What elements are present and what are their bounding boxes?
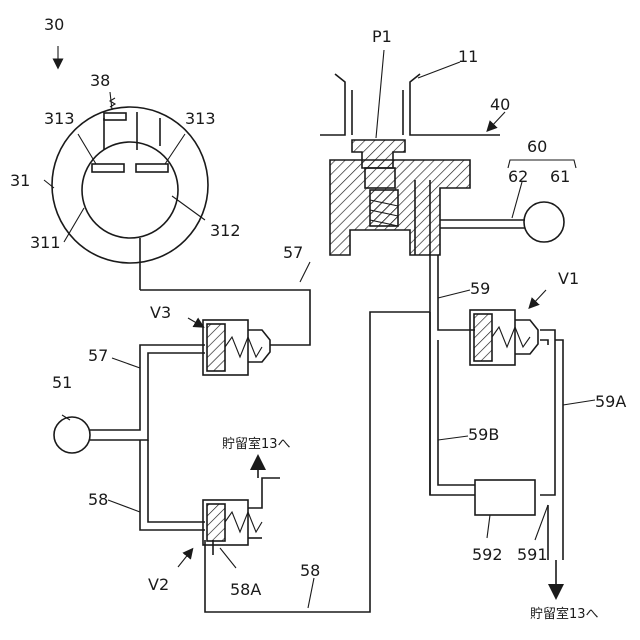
label-P1: P1	[372, 27, 392, 46]
orifice-592	[475, 480, 535, 515]
outer-housing-31	[52, 107, 208, 263]
label-61: 61	[550, 167, 570, 186]
label-60: 60	[527, 137, 547, 156]
label-11: 11	[458, 47, 478, 66]
label-59B: 59B	[468, 425, 499, 444]
label-to-storage-left: 貯留室13へ	[222, 436, 291, 452]
label-V3: V3	[150, 303, 171, 322]
label-V1: V1	[558, 269, 579, 288]
valve-V1	[470, 310, 538, 365]
label-59: 59	[470, 279, 490, 298]
label-58-bottom: 58	[300, 561, 320, 580]
leader-lines	[44, 46, 595, 608]
label-51: 51	[52, 373, 72, 392]
pump-51	[54, 417, 90, 453]
line-58	[140, 312, 430, 612]
label-58-left: 58	[88, 490, 108, 509]
plate-313-right	[136, 164, 168, 172]
label-to-storage-right: 貯留室13へ	[530, 606, 599, 622]
valve-V3	[203, 320, 270, 375]
label-59A: 59A	[595, 392, 626, 411]
label-312: 312	[210, 221, 241, 240]
label-30: 30	[44, 15, 64, 34]
label-311: 311	[30, 233, 61, 252]
label-57-left: 57	[88, 346, 108, 365]
label-40: 40	[490, 95, 510, 114]
label-592: 592	[472, 545, 503, 564]
label-58A: 58A	[230, 580, 261, 599]
label-57-top: 57	[283, 243, 303, 262]
label-38: 38	[90, 71, 110, 90]
plate-313-left	[92, 164, 124, 172]
label-31: 31	[10, 171, 30, 190]
label-313-left: 313	[44, 109, 75, 128]
inner-rotor-311	[82, 142, 178, 238]
valve-V2	[203, 462, 280, 545]
accumulator-61	[524, 202, 564, 242]
sensor-38	[104, 113, 126, 120]
label-591: 591	[517, 545, 548, 564]
label-62: 62	[508, 167, 528, 186]
label-313-right: 313	[185, 109, 216, 128]
line-57	[90, 290, 310, 440]
label-V2: V2	[148, 575, 169, 594]
